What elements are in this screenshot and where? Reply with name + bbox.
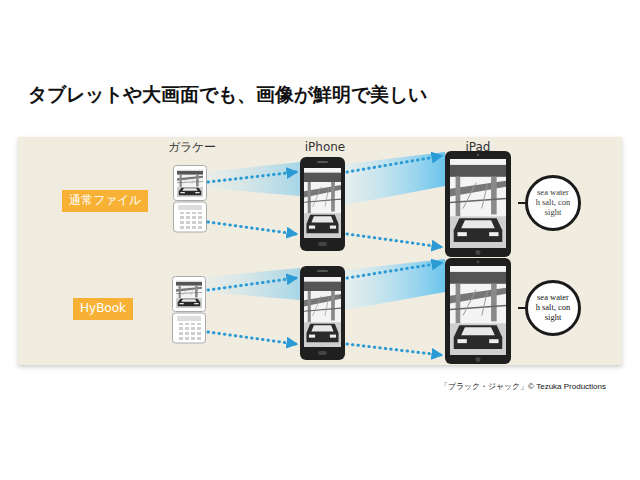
format-tag: 通常ファイル [62,190,148,212]
copyright-caption: 「ブラック・ジャック」© Tezuka Productions [440,382,606,392]
feature-phone [173,277,206,344]
ipad-device [445,258,511,364]
node-text: h salt, con [536,198,571,208]
magnifier-tick [518,202,525,204]
node-text: sight [545,313,562,323]
magnifier-tick [518,307,525,309]
node-text: sight [545,208,562,218]
node-text: 通常ファイル [69,193,141,209]
magnifier-circle: sea waterh salt, consight [525,280,581,336]
node-text: sea water [537,188,569,198]
feature-phone [174,166,207,233]
column-label: iPhone [305,140,346,154]
column-label: iPad [465,140,490,154]
column-label: ガラケー [168,140,216,154]
magnifier-circle: sea waterh salt, consight [525,175,581,231]
page-title: タブレットや大画面でも、画像が鮮明で美しい [28,83,427,106]
light-beam [345,152,445,205]
light-beam [205,162,300,196]
iphone-device [300,157,345,251]
dotted-arrows [208,156,441,355]
panel [18,137,622,365]
node-text: HyBook [80,301,126,317]
iphone-device [300,266,345,360]
format-tag: HyBook [73,298,133,320]
node-text: h salt, con [536,303,571,313]
ipad-device [445,151,511,257]
light-beam [205,268,300,300]
node-text: sea water [537,293,569,303]
light-beam [345,259,445,310]
